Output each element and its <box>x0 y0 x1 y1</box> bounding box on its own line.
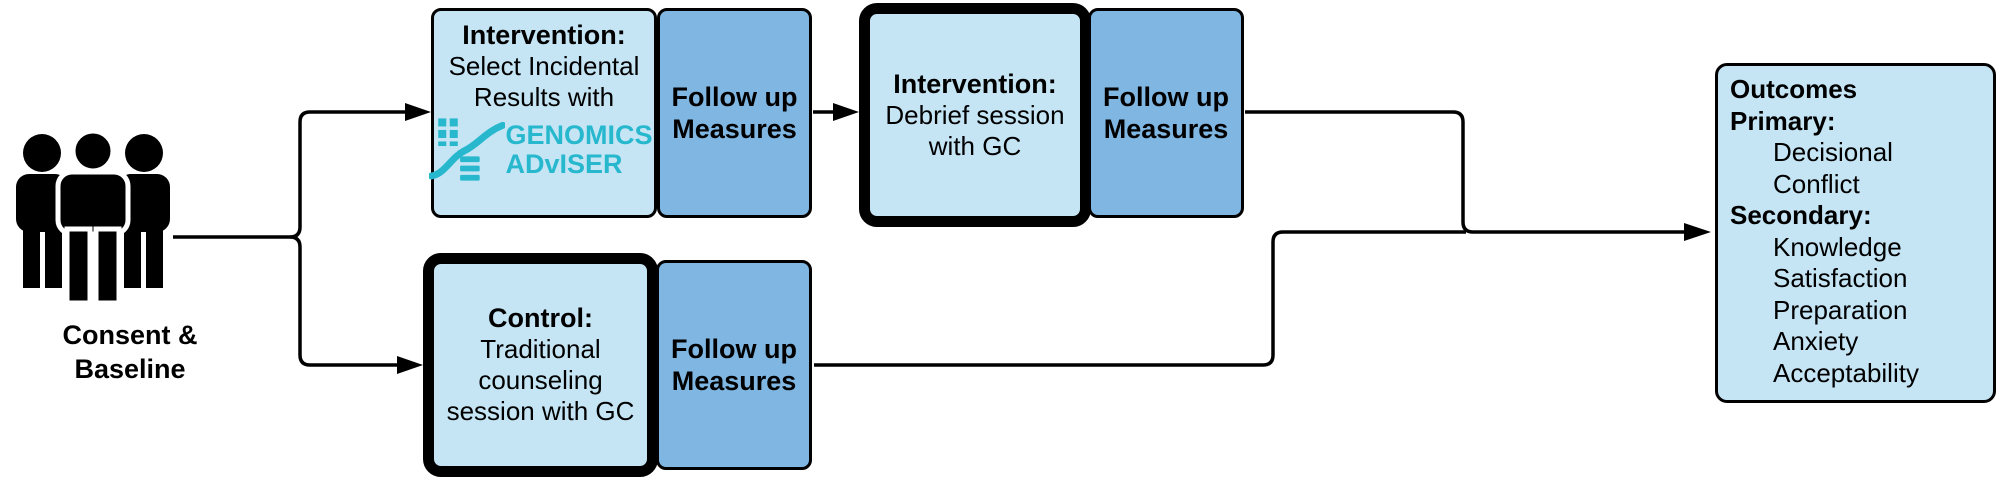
outcomes-primary-item-line: Conflict <box>1773 168 1860 199</box>
outcomes-secondary-item: Acceptability <box>1773 357 1919 388</box>
followup2-line1: Follow up <box>1103 82 1229 112</box>
arrowhead-into-debrief <box>833 103 859 121</box>
connector-consent-to-intervention <box>173 110 406 239</box>
connector-consent-to-control <box>289 235 398 367</box>
intervention2-line1: Debrief session <box>885 99 1065 130</box>
connector-followup3-to-outcomes <box>814 230 1466 367</box>
consent-label-line1: Consent & <box>62 320 198 350</box>
followup-measures-box-1: Follow up Measures <box>657 8 812 218</box>
logo-text-line2: ADvISER <box>505 148 623 179</box>
followup-measures-box-3: Follow up Measures <box>656 260 812 470</box>
outcomes-secondary-item: Preparation <box>1773 294 1908 325</box>
followup3-line2: Measures <box>671 366 797 396</box>
followup1-line2: Measures <box>672 114 797 144</box>
arrowhead-into-intervention1 <box>405 103 431 121</box>
genomics-adviser-logo-text: GENOMICS ADvISER <box>505 119 653 179</box>
outcomes-primary-label: Primary: <box>1730 105 1836 136</box>
intervention2-title: Intervention: <box>893 68 1057 99</box>
outcomes-title: Outcomes <box>1730 74 1858 104</box>
outcomes-secondary-label: Secondary: <box>1730 200 1872 230</box>
consent-baseline-label: Consent & Baseline <box>25 318 235 386</box>
arrowhead-into-outcomes <box>1684 223 1711 241</box>
control-line1: Traditional <box>480 334 601 364</box>
followup-measures-box-2: Follow up Measures <box>1088 8 1244 218</box>
outcomes-secondary-item: Anxiety <box>1773 326 1859 356</box>
logo-text-line1: GENOMICS <box>505 119 653 150</box>
intervention2-box: Intervention: Debrief session with GC <box>859 3 1091 227</box>
outcomes-box: Outcomes Primary: Decisional Conflict Se… <box>1715 63 1996 403</box>
people-icon <box>16 128 170 306</box>
intervention2-line2: with GC <box>928 130 1022 161</box>
consent-label-line2: Baseline <box>74 354 186 384</box>
control-line2: counseling <box>478 365 603 395</box>
followup2-line2: Measures <box>1103 114 1229 144</box>
outcomes-secondary-item: Satisfaction <box>1773 263 1908 293</box>
control-line3: session with GC <box>446 396 635 426</box>
intervention1-line1: Select Incidental <box>448 51 640 81</box>
intervention1-box: Intervention: Select Incidental Results … <box>429 8 657 218</box>
genomics-adviser-logo: GENOMICS ADvISER <box>429 116 653 183</box>
arrowhead-into-control <box>397 356 423 374</box>
outcomes-secondary-item: Knowledge <box>1773 231 1902 262</box>
genomics-adviser-logo-icon <box>429 118 506 181</box>
intervention1-title: Intervention: <box>462 20 626 50</box>
control-title: Control: <box>488 303 593 333</box>
followup1-line1: Follow up <box>671 82 798 112</box>
intervention1-line2: Results with <box>473 82 615 112</box>
connector-followup2-to-outcomes <box>1245 110 1685 234</box>
outcomes-primary-item-line: Decisional <box>1773 137 1893 167</box>
control-box: Control: Traditional counseling session … <box>423 253 658 477</box>
followup3-line1: Follow up <box>671 334 797 364</box>
